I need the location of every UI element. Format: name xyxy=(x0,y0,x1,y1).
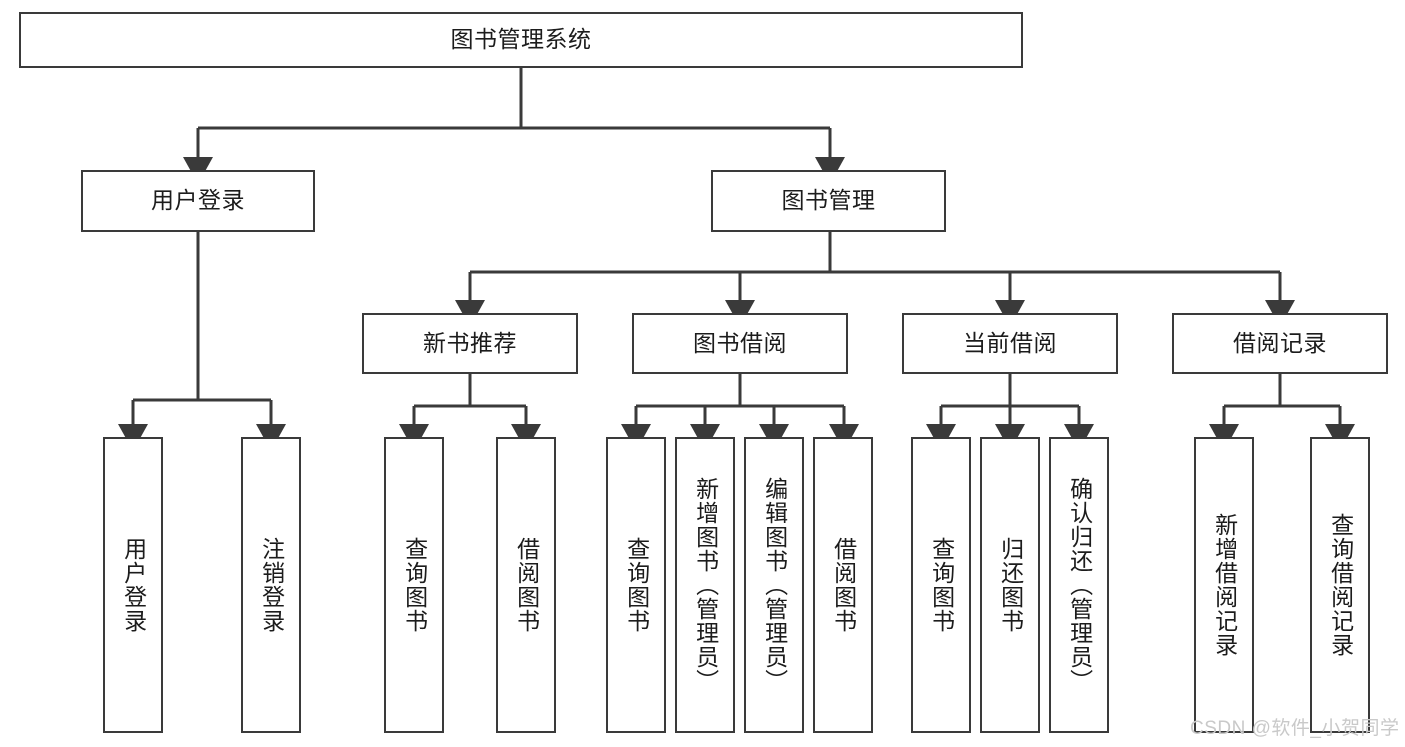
node-label: 注销登录 xyxy=(258,537,285,633)
leaf-borrow-query-book[interactable]: 查询图书 xyxy=(606,437,666,733)
node-label: 新增图书（管理员） xyxy=(692,477,719,693)
node-label: 用户登录 xyxy=(151,187,245,214)
node-new-book-recommend[interactable]: 新书推荐 xyxy=(362,313,578,374)
leaf-records-query-record[interactable]: 查询借阅记录 xyxy=(1310,437,1370,733)
leaf-recommend-query-book[interactable]: 查询图书 xyxy=(384,437,444,733)
node-label: 编辑图书（管理员） xyxy=(761,477,788,693)
node-label: 查询借阅记录 xyxy=(1327,513,1354,657)
node-label: 新书推荐 xyxy=(423,329,517,356)
leaf-borrow-edit-book-admin[interactable]: 编辑图书（管理员） xyxy=(744,437,804,733)
node-borrow-records[interactable]: 借阅记录 xyxy=(1172,313,1388,374)
leaf-records-add-record[interactable]: 新增借阅记录 xyxy=(1194,437,1254,733)
leaf-recommend-borrow-book[interactable]: 借阅图书 xyxy=(496,437,556,733)
node-label: 当前借阅 xyxy=(963,329,1057,356)
leaf-user-login-logout[interactable]: 注销登录 xyxy=(241,437,301,733)
leaf-current-query-book[interactable]: 查询图书 xyxy=(911,437,971,733)
node-label: 借阅图书 xyxy=(513,537,540,633)
node-label: 新增借阅记录 xyxy=(1211,513,1238,657)
node-label: 确认归还（管理员） xyxy=(1066,477,1093,693)
leaf-borrow-add-book-admin[interactable]: 新增图书（管理员） xyxy=(675,437,735,733)
leaf-borrow-borrow-book[interactable]: 借阅图书 xyxy=(813,437,873,733)
leaf-user-login-login[interactable]: 用户登录 xyxy=(103,437,163,733)
node-current-borrow[interactable]: 当前借阅 xyxy=(902,313,1118,374)
node-label: 归还图书 xyxy=(997,537,1024,633)
node-book-management[interactable]: 图书管理 xyxy=(711,170,946,232)
node-label: 查询图书 xyxy=(401,537,428,633)
node-user-login[interactable]: 用户登录 xyxy=(81,170,315,232)
node-book-borrow[interactable]: 图书借阅 xyxy=(632,313,848,374)
node-label: 查询图书 xyxy=(928,537,955,633)
node-root-system[interactable]: 图书管理系统 xyxy=(19,12,1023,68)
node-label: 图书管理 xyxy=(781,187,876,214)
node-label: 图书管理系统 xyxy=(450,26,592,53)
node-label: 借阅图书 xyxy=(830,537,857,633)
leaf-current-confirm-return-admin[interactable]: 确认归还（管理员） xyxy=(1049,437,1109,733)
node-label: 用户登录 xyxy=(120,537,147,633)
leaf-current-return-book[interactable]: 归还图书 xyxy=(980,437,1040,733)
node-label: 借阅记录 xyxy=(1233,329,1327,356)
node-label: 图书借阅 xyxy=(693,329,787,356)
csdn-watermark: CSDN @软件_小贺同学 xyxy=(1190,718,1400,739)
node-label: 查询图书 xyxy=(623,537,650,633)
